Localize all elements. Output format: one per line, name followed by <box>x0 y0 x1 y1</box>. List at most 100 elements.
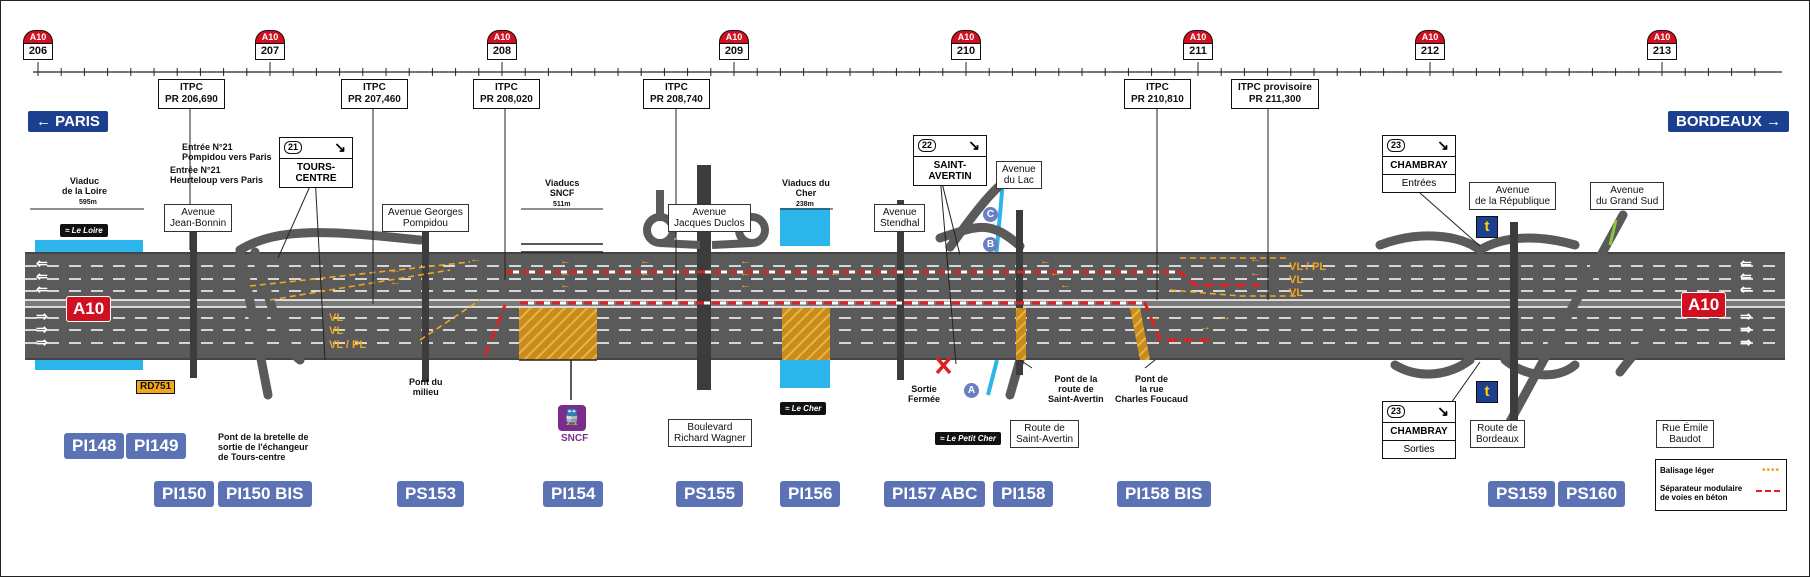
arrow-diagonal-icon: ↘ <box>968 137 980 153</box>
exit-sign-saint-avertin: 22↘ SAINT-AVERTIN <box>913 135 987 186</box>
pont-bretelle-label: Pont de la bretelle de sortie de l'échan… <box>218 432 309 462</box>
viaducs-cher-label: Viaducs du Cher <box>782 178 830 198</box>
pont-milieu-label: Pont du milieu <box>409 377 443 397</box>
ramp-marker-b: B <box>983 237 998 252</box>
svg-text:⇐: ⇐ <box>1740 255 1752 271</box>
sortie-fermee-label: Sortie Fermée <box>908 384 941 404</box>
vl-lane-label: VL <box>1289 274 1304 286</box>
road-badge-a10: A10 <box>66 296 112 322</box>
svg-text:⇐: ⇐ <box>1740 268 1752 284</box>
svg-text:⇒: ⇒ <box>36 321 48 337</box>
entree-pompidou-label: Entrée N°21 Pompidou vers Paris <box>182 142 272 162</box>
road-badge-a10: A10 <box>1681 292 1727 318</box>
ramp-marker-a: A <box>964 383 979 398</box>
tunnel-sign-icon: t <box>1476 216 1498 238</box>
lane-arrow: → <box>1150 311 1161 323</box>
av-jean-bonnin-label: Avenue Jean-Bonnin <box>164 204 233 232</box>
structure-pi158-bis: PI158 BIS <box>1117 481 1211 507</box>
svg-text:⇐: ⇐ <box>36 255 48 271</box>
legend-item-balisage: Balisage léger <box>1660 466 1715 475</box>
sncf-label: SNCF <box>561 433 589 444</box>
av-stendhal-label: Avenue Stendhal <box>874 204 926 232</box>
pont-route-st-avertin-label: Pont de la route de Saint-Avertin <box>1048 374 1104 404</box>
structure-pi158: PI158 <box>993 481 1054 507</box>
lane-arrow: ← <box>470 253 481 265</box>
svg-text:⇐: ⇐ <box>36 281 48 297</box>
lane-arrow: ← <box>560 279 571 291</box>
arrow-right-icon: → <box>1766 113 1782 130</box>
water-icon: ≈ <box>785 404 792 413</box>
rue-emile-baudot-label: Rue Émile Baudot <box>1656 420 1715 448</box>
lane-arrow: ← <box>740 279 751 291</box>
lane-arrow: ← <box>830 267 841 279</box>
lane-arrow: ← <box>1250 253 1261 265</box>
exit-sign-chambray-sorties: 23↘ CHAMBRAY Sorties <box>1382 401 1456 459</box>
lane-arrow: ← <box>640 267 651 279</box>
lane-arrow: ← <box>390 264 401 276</box>
av-georges-pompidou-label: Avenue Georges Pompidou <box>382 204 469 232</box>
lane-arrow: → <box>1220 311 1231 323</box>
structure-ps153: PS153 <box>397 481 465 507</box>
exit-sign-chambray-entrees: 23↘ CHAMBRAY Entrées <box>1382 135 1456 193</box>
viaduc-loire-length: 595m <box>79 199 97 206</box>
water-icon: ≈ <box>65 226 72 235</box>
train-icon: 🚆 <box>558 405 586 431</box>
lane-arrow: ← <box>740 255 751 267</box>
bd-richard-wagner-label: Boulevard Richard Wagner <box>668 419 752 447</box>
structure-pi156: PI156 <box>780 481 841 507</box>
legend-item-separateur: Séparateur modulaire de voies en béton <box>1660 484 1743 502</box>
arrow-diagonal-icon: ↘ <box>1437 137 1449 153</box>
entree-heurteloup-label: Entrée N°21 Heurteloup vers Paris <box>170 165 264 185</box>
lane-arrow: → <box>1200 321 1211 333</box>
loire-water-label: ≈ Le Loire <box>60 224 108 237</box>
svg-text:⇐: ⇐ <box>1740 281 1752 297</box>
exit-sign-tours-centre: 21↘ TOURS-CENTRE <box>279 137 353 188</box>
av-du-lac-label: Avenue du Lac <box>996 161 1042 189</box>
vl-lane-label: VL <box>329 325 344 337</box>
vl-lane-label: VL <box>329 312 344 324</box>
av-republique-label: Avenue de la République <box>1469 182 1557 210</box>
lane-arrow: ← <box>1050 267 1061 279</box>
route-bordeaux-label: Route de Bordeaux <box>1470 420 1525 448</box>
lane-arrow: ← <box>740 267 751 279</box>
structure-pi149: PI149 <box>126 433 187 459</box>
vl-pl-lane-label: VL / PL <box>329 339 367 351</box>
ramp-marker-c: C <box>983 207 998 222</box>
rd751-label: RD751 <box>136 380 176 394</box>
svg-text:⇒: ⇒ <box>1740 334 1752 350</box>
lane-arrow: ← <box>1040 255 1051 267</box>
le-petit-cher-water-label: ≈ Le Petit Cher <box>935 432 1001 445</box>
tunnel-sign-icon: t <box>1476 381 1498 403</box>
svg-text:⇒: ⇒ <box>1740 308 1752 324</box>
legend-swatch-red <box>1756 490 1780 492</box>
structure-ps160: PS160 <box>1558 481 1626 507</box>
route-st-avertin-label: Route de Saint-Avertin <box>1010 420 1080 448</box>
vl-pl-lane-label: VL / PL <box>1289 261 1327 273</box>
arrow-left-icon: ← <box>36 113 51 130</box>
direction-sign-paris: ← PARIS <box>28 111 108 132</box>
structure-pi157-abc: PI157 ABC <box>884 481 986 507</box>
arrow-diagonal-icon: ↘ <box>1437 403 1449 419</box>
le-cher-water-label: ≈ Le Cher <box>780 402 827 415</box>
legend-box: Balisage léger •••• Séparateur modulaire… <box>1655 459 1787 511</box>
lane-arrow: ← <box>390 276 401 288</box>
svg-text:⇒: ⇒ <box>36 334 48 350</box>
viaducs-sncf-length: 511m <box>553 201 571 208</box>
structure-pi148: PI148 <box>64 433 125 459</box>
lane-arrow: ← <box>1060 279 1071 291</box>
svg-text:⇒: ⇒ <box>36 308 48 324</box>
structure-pi150-bis: PI150 BIS <box>218 481 312 507</box>
viaduc-loire-label: Viaduc de la Loire <box>62 176 108 196</box>
